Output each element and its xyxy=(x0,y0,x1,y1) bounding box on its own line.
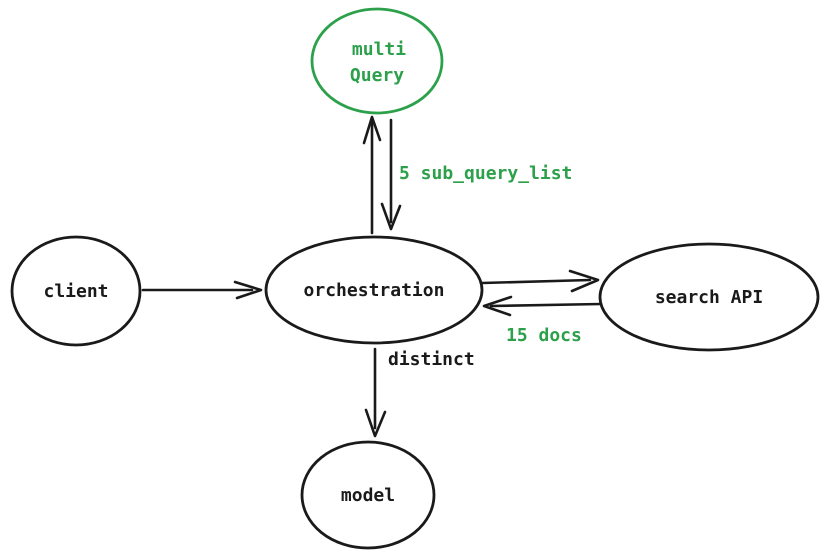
edge-orchestration-to-search-api xyxy=(480,269,600,293)
orchestration-to-search-api-arrowhead-icon xyxy=(568,269,600,293)
client-label: client xyxy=(43,281,108,302)
edge-orchestration-to-model xyxy=(364,347,387,438)
orchestration-to-search-api-shaft xyxy=(480,278,592,285)
edge-client-to-orchestration xyxy=(141,280,263,300)
edge-label-sub-query-list: 5 sub_query_list xyxy=(399,163,572,184)
orchestration-label: orchestration xyxy=(304,280,445,301)
orchestration-ellipse xyxy=(264,235,484,345)
model-ellipse xyxy=(300,440,436,550)
multi-query-ellipse xyxy=(310,7,444,115)
node-search-api: search API xyxy=(598,242,820,352)
node-client: client xyxy=(10,235,142,347)
multi-query-to-orchestration-arrowhead-icon xyxy=(380,202,402,231)
search-api-label: search API xyxy=(655,287,763,308)
search-api-to-orchestration-shaft xyxy=(489,302,603,308)
edge-label-docs: 15 docs xyxy=(506,325,582,346)
orchestration-to-multi-query-arrowhead-icon xyxy=(362,115,382,145)
multi-query-label-line2: Query xyxy=(350,65,404,86)
client-to-orchestration-arrowhead-icon xyxy=(233,280,263,300)
node-orchestration: orchestration xyxy=(264,235,484,345)
search-api-ellipse xyxy=(598,242,820,352)
model-label: model xyxy=(341,485,395,506)
edge-search-api-to-orchestration xyxy=(482,295,603,317)
edge-orchestration-to-multi-query xyxy=(362,115,382,235)
edge-label-distinct: distinct xyxy=(388,349,475,370)
multi-query-label-line1: multi xyxy=(352,39,406,60)
edge-multi-query-to-orchestration xyxy=(380,118,402,231)
orchestration-to-model-arrowhead-icon xyxy=(364,408,387,438)
node-multi-query: multi Query xyxy=(310,7,444,115)
search-api-to-orchestration-arrowhead-icon xyxy=(482,295,513,317)
node-model: model xyxy=(300,440,436,550)
client-ellipse xyxy=(10,235,142,347)
